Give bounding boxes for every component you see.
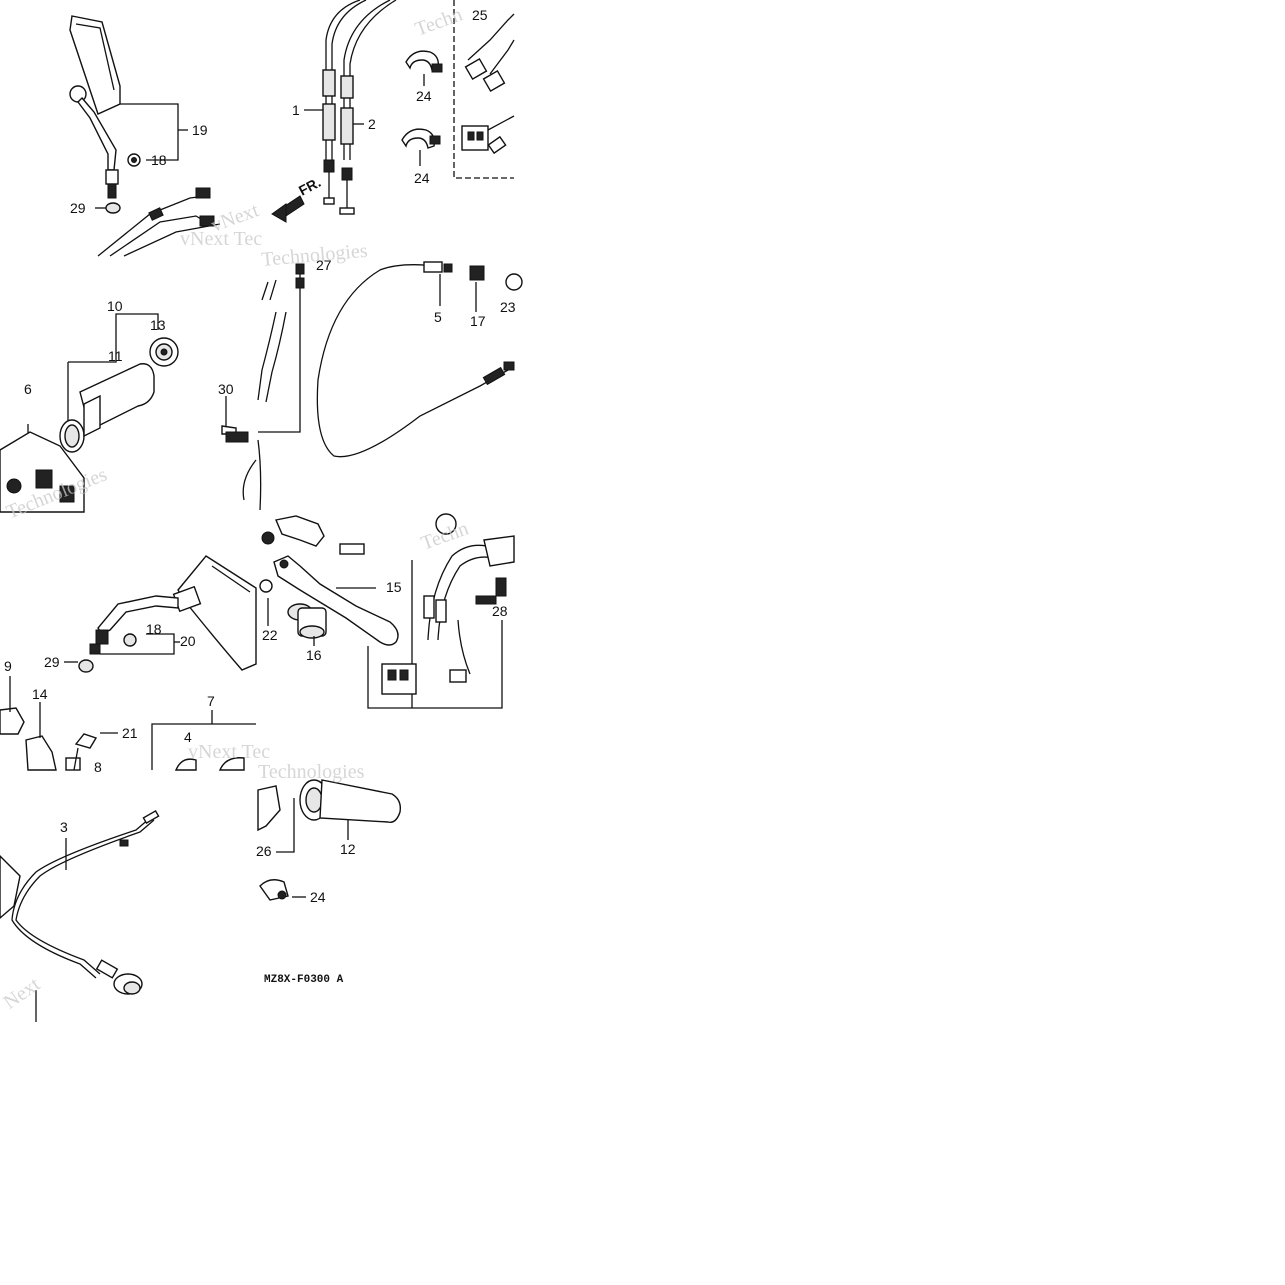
clutch-cable-area: 5 17 23 27 Technologies — [257, 240, 523, 511]
callout-15: 15 — [386, 579, 402, 595]
callout-29: 29 — [44, 654, 60, 670]
watermark: vNext Tec — [188, 741, 270, 763]
callout-2: 2 — [368, 116, 376, 132]
choke-cable-area: 3 Next — [0, 809, 160, 1022]
callout-5: 5 — [434, 309, 442, 325]
callout-17: 17 — [470, 313, 486, 329]
mirror-assembly-lower: 18 20 29 — [44, 555, 257, 673]
callout-20: 20 — [180, 633, 196, 649]
callout-23: 23 — [500, 299, 516, 315]
callout-27: 27 — [316, 257, 332, 273]
callout-16: 16 — [306, 647, 322, 663]
callout-10: 10 — [107, 298, 123, 314]
callout-30: 30 — [218, 381, 234, 397]
callout-12: 12 — [340, 841, 356, 857]
callout-25: 25 — [472, 7, 488, 23]
callout-9: 9 — [4, 658, 12, 674]
callout-24: 24 — [416, 88, 432, 104]
callout-4: 4 — [184, 729, 192, 745]
callout-6: 6 — [24, 381, 32, 397]
watermark: Next — [0, 973, 44, 1014]
callout-24: 24 — [310, 889, 326, 905]
callout-18: 18 — [146, 621, 162, 637]
callout-29: 29 — [70, 200, 86, 216]
clutch-lever-assembly: 15 22 16 28 Techn — [259, 513, 515, 709]
callout-28: 28 — [492, 603, 508, 619]
throttle-cables: FR. 1 2 24 24 25 Techn vNext — [208, 0, 515, 237]
callout-13: 13 — [150, 317, 166, 333]
left-grip-assembly: 26 12 24 MZ8X-F0300 A Technologies — [256, 761, 402, 986]
callout-1: 1 — [292, 102, 300, 118]
callout-21: 21 — [122, 725, 138, 741]
callout-18: 18 — [151, 152, 167, 168]
callout-11: 11 — [108, 348, 123, 364]
callout-7: 7 — [207, 693, 215, 709]
callout-3: 3 — [60, 819, 68, 835]
watermark: Technologies — [258, 761, 365, 783]
mirror-assembly-top: 19 18 29 vNext Tec — [69, 15, 262, 257]
callout-14: 14 — [32, 686, 48, 702]
callout-22: 22 — [262, 627, 278, 643]
diagram-code: MZ8X-F0300 A — [264, 974, 344, 986]
throttle-grip-assembly: 10 11 13 6 30 Technologies — [0, 298, 257, 524]
callout-26: 26 — [256, 843, 272, 859]
callout-19: 19 — [192, 122, 208, 138]
watermark: vNext Tec — [180, 228, 262, 250]
callout-24: 24 — [414, 170, 430, 186]
front-arrow-label: FR. — [296, 174, 323, 199]
watermark: Technologies — [261, 240, 369, 271]
callout-8: 8 — [94, 759, 102, 775]
watermark: Techn — [412, 3, 465, 40]
switch-housing-lower: 9 14 21 7 4 8 vNext Tec — [0, 658, 270, 775]
